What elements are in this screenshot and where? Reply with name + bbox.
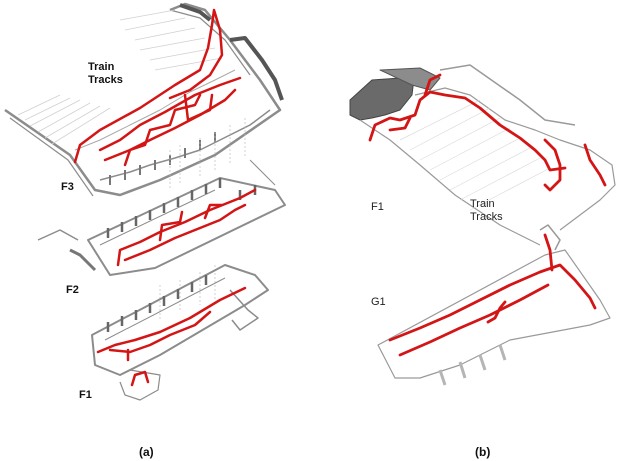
tracks-label-b-line1: Train — [470, 198, 495, 210]
caption-a: (a) — [139, 445, 154, 459]
tracks-label-a-line1: Train — [88, 61, 115, 73]
floor-label-b-f1: F1 — [371, 201, 384, 213]
panel-b-floorplans — [349, 64, 616, 386]
tracks-label-a: Train Tracks — [88, 61, 123, 87]
floorplan-f1 — [91, 264, 269, 401]
floor-label-f2: F2 — [66, 284, 79, 296]
building-block-b — [349, 69, 416, 121]
panel-a-floorplans — [4, 2, 286, 401]
trajectory-a — [73, 8, 257, 387]
floor-label-f3: F3 — [61, 181, 74, 193]
floor-label-f1: F1 — [79, 389, 92, 401]
floor-label-b-g1: G1 — [371, 296, 386, 308]
floorplan-f2 — [37, 159, 286, 276]
floorplan-b-g1 — [377, 224, 611, 386]
tracks-label-b: Train Tracks — [470, 198, 503, 224]
caption-b: (b) — [475, 445, 491, 459]
tracks-label-a-line2: Tracks — [88, 74, 123, 86]
floorplan-b-f1 — [359, 64, 616, 246]
tracks-label-b-line2: Tracks — [470, 211, 503, 223]
trajectory-b — [368, 73, 607, 357]
floorplan-f3 — [4, 2, 284, 197]
